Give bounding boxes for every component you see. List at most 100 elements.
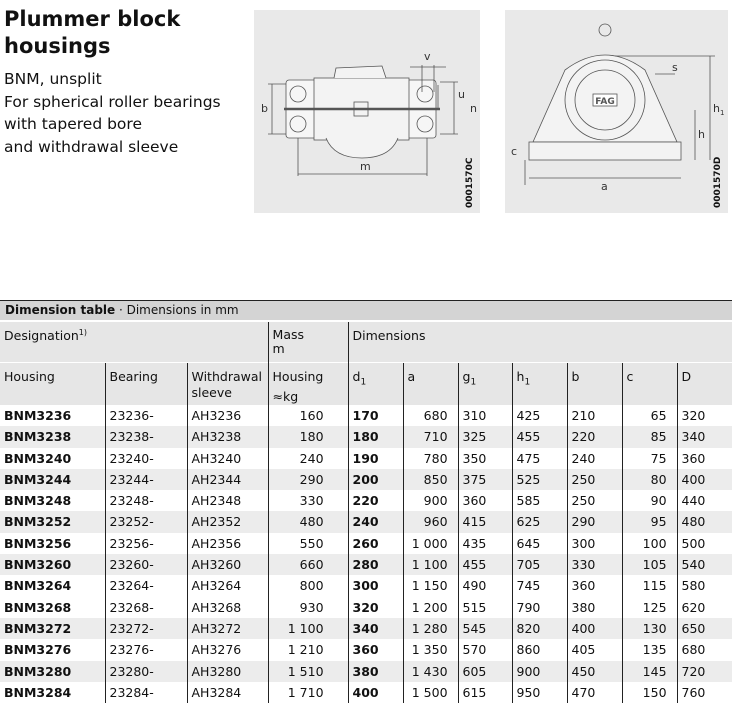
cell-b: 300	[566, 532, 623, 555]
cell-h1: 900	[511, 660, 568, 682]
cell-d1: 400	[347, 681, 404, 704]
cell-mass: 1 100	[267, 617, 349, 640]
cell-housing: BNM3256	[4, 535, 72, 551]
subtitle-line: For spherical roller bearings	[4, 92, 221, 111]
cell-d1: 300	[347, 575, 404, 597]
cell-h1: 860	[511, 639, 568, 661]
cell-D: 760	[676, 681, 732, 704]
cell-h1: 820	[511, 617, 568, 640]
cell-c: 95	[621, 511, 678, 533]
figure-code: 0001570D	[713, 156, 723, 208]
cell-c: 105	[621, 554, 678, 576]
cell-c: 75	[621, 447, 678, 469]
cell-h1: 950	[511, 681, 568, 704]
col-D: D	[676, 361, 732, 405]
cell-bearing: 23264-	[104, 575, 187, 597]
dim-label-h1-sub: 1	[720, 109, 724, 117]
cell-mass: 800	[267, 575, 349, 597]
cell-bearing: 23284-	[104, 681, 187, 704]
col-h1: h1	[511, 361, 568, 405]
cell-b: 220	[566, 426, 623, 448]
cell-housing: BNM3284	[4, 684, 72, 700]
cell-h1: 425	[511, 405, 568, 427]
cell-sleeve: AH3240	[186, 447, 269, 469]
cell-h1: 705	[511, 554, 568, 576]
dim-label-b: b	[261, 102, 268, 115]
cell-a: 1 350	[402, 639, 459, 661]
cell-h1: 585	[511, 490, 568, 512]
cell-housing: BNM3268	[4, 599, 72, 615]
cell-a: 1 500	[402, 681, 459, 704]
cell-h1: 790	[511, 596, 568, 618]
col-b: b	[566, 361, 623, 405]
cell-sleeve: AH3260	[186, 554, 269, 576]
cell-b: 360	[566, 575, 623, 597]
cell-D: 480	[676, 511, 732, 533]
cell-bearing: 23276-	[104, 639, 187, 661]
table-caption: Dimension table · Dimensions in mm	[0, 300, 732, 320]
cell-c: 125	[621, 596, 678, 618]
cell-D: 320	[676, 405, 732, 427]
col-g1: g1	[457, 361, 513, 405]
cell-housing: BNM3240	[4, 450, 72, 466]
cell-b: 400	[566, 617, 623, 640]
cell-D: 720	[676, 660, 732, 682]
cell-sleeve: AH3272	[186, 617, 269, 640]
cell-g1: 360	[457, 490, 513, 512]
cell-D: 580	[676, 575, 732, 597]
cell-g1: 415	[457, 511, 513, 533]
cell-g1: 310	[457, 405, 513, 427]
cell-mass: 1 710	[267, 681, 349, 704]
cell-sleeve: AH2348	[186, 490, 269, 512]
cell-housing: BNM3252	[4, 514, 72, 530]
dim-label-n: n	[470, 102, 477, 115]
subtitle: BNM, unsplit For spherical roller bearin…	[4, 68, 254, 158]
cell-g1: 325	[457, 426, 513, 448]
cell-a: 780	[402, 447, 459, 469]
cell-D: 500	[676, 532, 732, 555]
cell-D: 400	[676, 468, 732, 491]
cell-d1: 190	[347, 447, 404, 469]
subtitle-line: with tapered bore	[4, 115, 142, 133]
cell-c: 130	[621, 617, 678, 640]
cell-d1: 240	[347, 511, 404, 533]
cell-bearing: 23256-	[104, 532, 187, 555]
cell-b: 240	[566, 447, 623, 469]
cell-mass: 1 210	[267, 639, 349, 661]
cell-bearing: 23272-	[104, 617, 187, 640]
dim-label-v: v	[424, 50, 431, 63]
cell-g1: 545	[457, 617, 513, 640]
cell-mass: 240	[267, 447, 349, 469]
cell-c: 145	[621, 660, 678, 682]
cell-b: 250	[566, 468, 623, 491]
cell-a: 1 280	[402, 617, 459, 640]
dim-label-a: a	[601, 180, 608, 193]
cell-h1: 525	[511, 468, 568, 491]
cell-mass: 180	[267, 426, 349, 448]
cell-a: 1 000	[402, 532, 459, 555]
cell-mass: 660	[267, 554, 349, 576]
cell-d1: 380	[347, 660, 404, 682]
dim-label-m: m	[360, 160, 371, 173]
cell-D: 650	[676, 617, 732, 640]
cell-b: 250	[566, 490, 623, 512]
cell-housing: BNM3238	[4, 429, 72, 445]
dim-label-h: h	[698, 128, 705, 141]
col-d1: d1	[347, 361, 404, 405]
cell-mass: 330	[267, 490, 349, 512]
cell-sleeve: AH3264	[186, 575, 269, 597]
cell-d1: 200	[347, 468, 404, 491]
cell-bearing: 23260-	[104, 554, 187, 576]
cell-d1: 260	[347, 532, 404, 555]
cell-bearing: 23280-	[104, 660, 187, 682]
cell-sleeve: AH2356	[186, 532, 269, 555]
